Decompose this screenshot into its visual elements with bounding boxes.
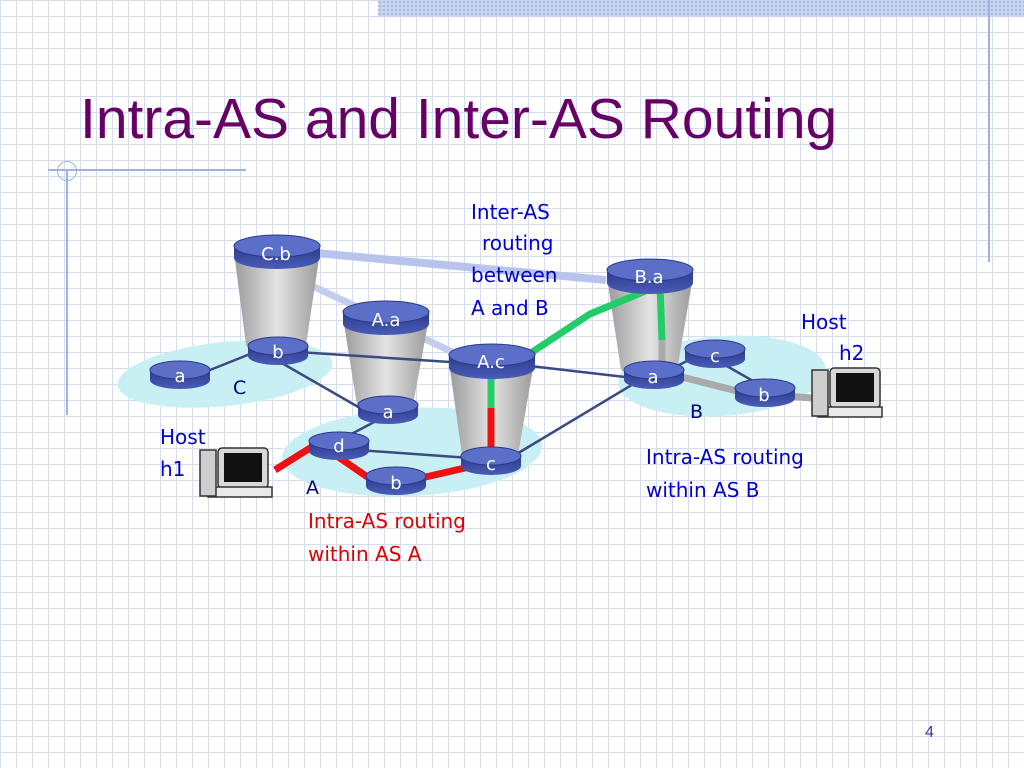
router-b-a-label: a: [647, 367, 658, 388]
host-h1-label-line-2: h1: [160, 457, 185, 481]
link-cb-ac-phys: [297, 350, 451, 364]
router-a-b-label: b: [390, 473, 401, 494]
inter-as-note: Inter-AS routing between A and B: [471, 200, 557, 320]
intra-a-note-line-1: Intra-AS routing: [308, 509, 466, 533]
as-a-label: A: [306, 477, 319, 499]
router-ac-label: A.c: [477, 352, 505, 373]
router-c-b-label: b: [272, 342, 283, 363]
router-a-d: d: [308, 431, 370, 460]
router-ba: B.a: [606, 258, 694, 294]
router-a-a-label: a: [382, 402, 393, 423]
router-cb-label: C.b: [261, 244, 291, 265]
as-c-label: C: [233, 377, 246, 399]
intra-b-note-line-1: Intra-AS routing: [646, 445, 804, 469]
router-b-a: a: [623, 360, 685, 389]
inter-as-note-line-2: routing: [482, 231, 553, 255]
slide-title: Intra-AS and Inter-AS Routing: [80, 87, 838, 151]
inter-as-note-line-1: Inter-AS: [471, 200, 550, 224]
router-c-b: b: [247, 336, 309, 365]
router-ba-label: B.a: [634, 267, 663, 288]
link-ad-ac: [357, 448, 471, 460]
header-band: [378, 0, 1024, 17]
link-cb-aa-phys: [279, 360, 361, 410]
router-c-a-label: a: [174, 366, 185, 387]
inter-as-note-line-3: between: [471, 263, 557, 287]
link-ac-ba-low: [514, 378, 641, 457]
link-ca-cb: [204, 350, 256, 374]
decor-line-title: [48, 169, 246, 171]
router-cb: C.b: [233, 234, 321, 269]
router-c-a: a: [149, 360, 211, 389]
router-b-b-label: b: [758, 385, 769, 406]
decor-line-right: [988, 0, 990, 262]
router-ac: A.c: [448, 343, 536, 379]
cylinder-aa: [343, 318, 429, 410]
host-h1-computer-icon: [199, 447, 273, 498]
router-a-c-label: c: [486, 454, 496, 475]
router-a-c: c: [460, 446, 522, 475]
router-aa: A.a: [342, 300, 430, 335]
link-ac-ba-phys: [529, 364, 626, 379]
host-h1-label-line-1: Host: [160, 425, 206, 449]
cylinder-cb: [234, 252, 320, 351]
router-a-b: b: [365, 466, 427, 495]
router-a-d-label: d: [333, 436, 344, 457]
intra-a-note-line-2: within AS A: [308, 542, 422, 566]
host-h2-label-line-1: Host: [801, 310, 847, 334]
router-b-c-label: c: [710, 346, 720, 367]
router-b-c: c: [684, 339, 746, 368]
host-h2-label-line-2: h2: [839, 341, 864, 365]
router-aa-label: A.a: [372, 310, 401, 331]
router-b-b: b: [734, 378, 796, 407]
link-cb-ba: [315, 249, 607, 284]
router-a-a: a: [357, 395, 419, 424]
decor-line-left: [66, 170, 68, 415]
host-h2-computer-icon: [811, 367, 883, 418]
path-inter-as: [487, 279, 666, 408]
as-b-label: B: [690, 401, 703, 423]
decor-circle: [57, 161, 77, 181]
intra-b-note-line-2: within AS B: [646, 478, 759, 502]
inter-as-note-line-4: A and B: [471, 296, 549, 320]
page-number: 4: [925, 724, 934, 741]
